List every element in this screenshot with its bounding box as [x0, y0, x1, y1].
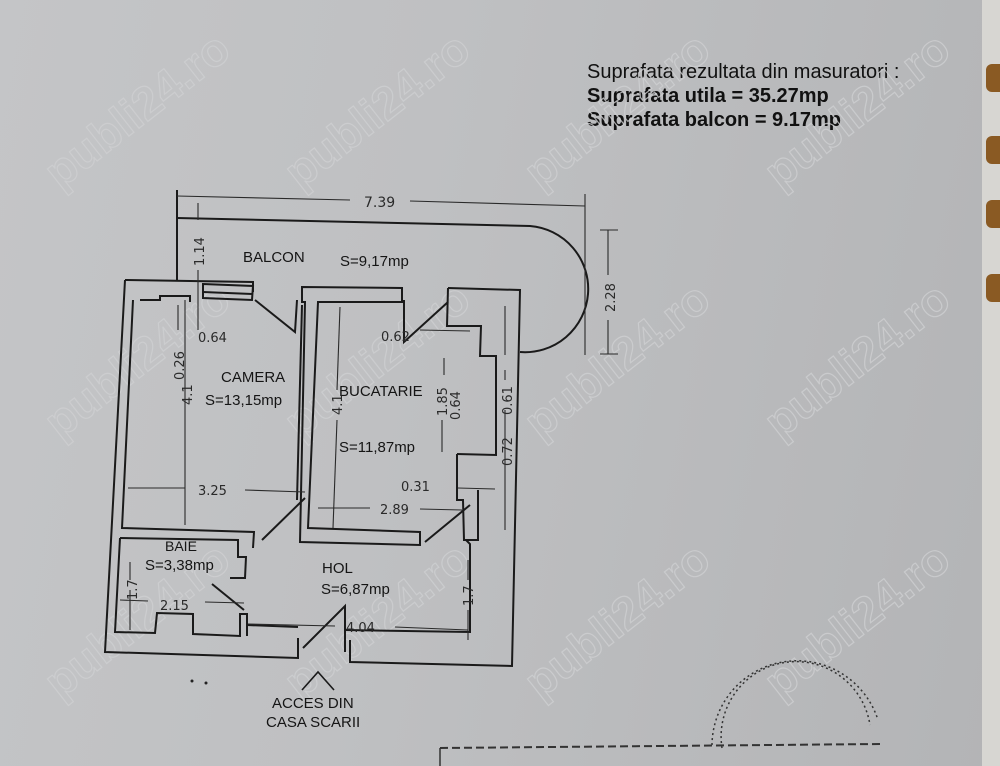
- bucatarie-area: S=11,87mp: [339, 439, 415, 456]
- baie-area: S=3,38mp: [145, 557, 214, 574]
- svg-text:0.64: 0.64: [449, 391, 464, 420]
- svg-text:7.39: 7.39: [364, 195, 395, 211]
- hol-area: S=6,87mp: [321, 581, 390, 598]
- walls: [103, 190, 590, 668]
- svg-text:publi24.ro: publi24.ro: [514, 22, 719, 198]
- svg-text:publi24.ro: publi24.ro: [754, 532, 959, 708]
- area-summary: Suprafata rezultata din masuratori : Sup…: [587, 60, 899, 132]
- svg-text:2.28: 2.28: [604, 283, 619, 312]
- entrance-marker: ACCES DIN CASA SCARII: [190, 670, 360, 731]
- official-stamp: [439, 660, 881, 766]
- bucatarie-name: BUCATARIE: [339, 383, 423, 400]
- summary-heading: Suprafata rezultata din masuratori :: [587, 61, 900, 83]
- svg-text:1.14: 1.14: [193, 237, 208, 266]
- svg-text:3.25: 3.25: [198, 484, 227, 499]
- svg-text:2.15: 2.15: [160, 599, 189, 614]
- usable-area: Suprafata utila = 35.27mp: [587, 85, 829, 107]
- room-labels: BALCON S=9,17mp CAMERA S=13,15mp BUCATAR…: [145, 249, 423, 598]
- svg-text:1.7: 1.7: [126, 579, 141, 600]
- svg-text:0.61: 0.61: [501, 386, 516, 415]
- svg-text:4.1: 4.1: [181, 384, 196, 405]
- svg-text:0.62: 0.62: [381, 330, 410, 345]
- camera-name: CAMERA: [221, 369, 285, 386]
- svg-text:2.89: 2.89: [380, 503, 409, 518]
- svg-text:1.85: 1.85: [436, 387, 451, 416]
- binder-edge: [982, 0, 1000, 766]
- balcon-name: BALCON: [243, 249, 305, 266]
- baie-name: BAIE: [165, 538, 197, 554]
- entrance-line1: ACCES DIN: [272, 695, 354, 712]
- svg-text:publi24.ro: publi24.ro: [754, 22, 959, 198]
- svg-text:0.72: 0.72: [501, 437, 516, 466]
- svg-text:publi24.ro: publi24.ro: [34, 22, 239, 198]
- hol-name: HOL: [322, 560, 353, 577]
- balcon-area: S=9,17mp: [340, 253, 409, 270]
- svg-text:publi24.ro: publi24.ro: [274, 532, 479, 708]
- svg-text:4.1: 4.1: [331, 394, 346, 415]
- dimension-lines: [119, 194, 618, 640]
- camera-area: S=13,15mp: [205, 392, 282, 409]
- dimension-labels: 7.39 1.14 2.28 0.64 0.26 4.1 3.25 0.62 4…: [126, 195, 619, 636]
- svg-text:1.7: 1.7: [462, 585, 477, 606]
- svg-text:0.26: 0.26: [173, 351, 188, 380]
- entrance-arrow-icon: [301, 670, 335, 691]
- svg-text:publi24.ro: publi24.ro: [274, 22, 479, 198]
- entrance-line2: CASA SCARII: [266, 714, 360, 731]
- balcony-area: Suprafata balcon = 9.17mp: [587, 109, 841, 131]
- svg-text:0.64: 0.64: [198, 331, 227, 346]
- svg-text:4.04: 4.04: [346, 621, 375, 636]
- svg-text:publi24.ro: publi24.ro: [514, 532, 719, 708]
- svg-text:0.31: 0.31: [401, 480, 430, 495]
- svg-text:publi24.ro: publi24.ro: [754, 272, 959, 448]
